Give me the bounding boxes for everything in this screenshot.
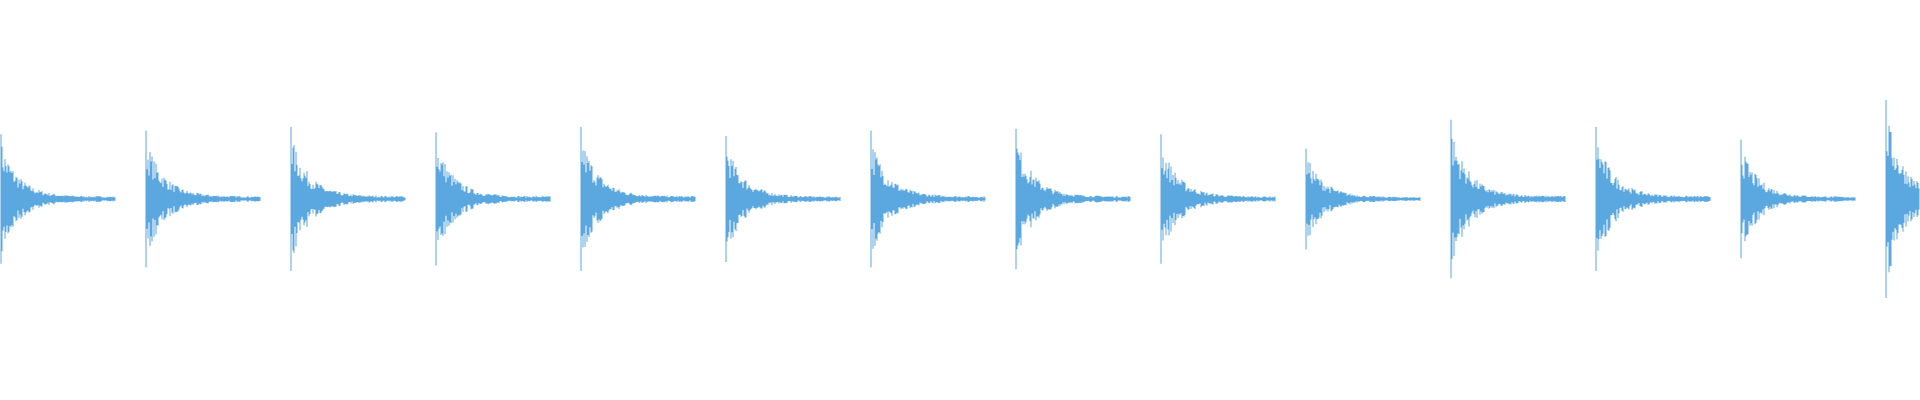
- waveform-hit-6: [725, 136, 841, 262]
- waveform-hit-1: [0, 134, 116, 264]
- waveform-hit-2: [145, 130, 261, 268]
- waveform-hit-3: [290, 127, 406, 271]
- waveform-hit-12: [1595, 127, 1711, 271]
- waveform-hits: [0, 100, 1920, 298]
- waveform-hit-5: [580, 127, 696, 271]
- waveform-hit-8: [1015, 128, 1131, 270]
- waveform-hit-14: [1885, 100, 1920, 298]
- waveform-hit-9: [1160, 134, 1276, 264]
- waveform-hit-10: [1305, 148, 1421, 250]
- waveform-hit-13: [1740, 139, 1856, 259]
- waveform-hit-11: [1450, 119, 1566, 279]
- waveform-hit-4: [435, 132, 551, 266]
- waveform-hit-7: [870, 130, 986, 268]
